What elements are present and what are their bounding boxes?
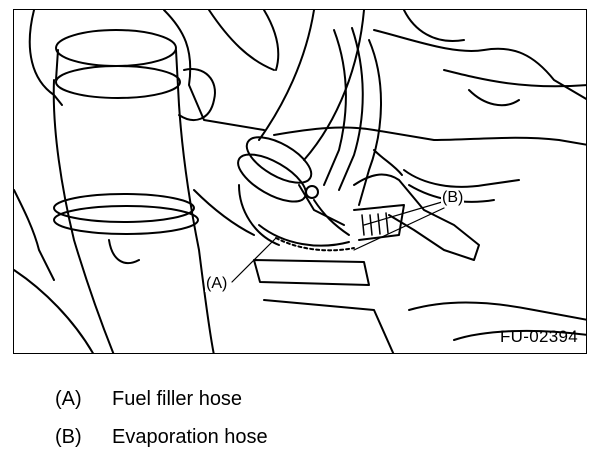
engine-bay-drawing — [14, 10, 586, 353]
figure-code: FU-02394 — [500, 327, 578, 346]
leader-lines — [231, 201, 445, 283]
legend-key: (B) — [55, 426, 82, 448]
evaporation-hoses — [323, 27, 520, 261]
body-panels — [14, 10, 586, 353]
callout-a: (A) — [205, 275, 229, 292]
legend-key: (A) — [55, 388, 82, 410]
legend-label: Evaporation hose — [112, 426, 268, 448]
legend-label: Fuel filler hose — [112, 388, 243, 410]
callout-b: (B) — [441, 189, 465, 206]
legend-item-a: (A) Fuel filler hose — [55, 388, 242, 410]
filler-neck-column — [52, 29, 215, 353]
legend-item-b: (B) Evaporation hose — [55, 426, 268, 448]
diagram-frame: (A) (B) FU-02394 — [13, 9, 587, 354]
